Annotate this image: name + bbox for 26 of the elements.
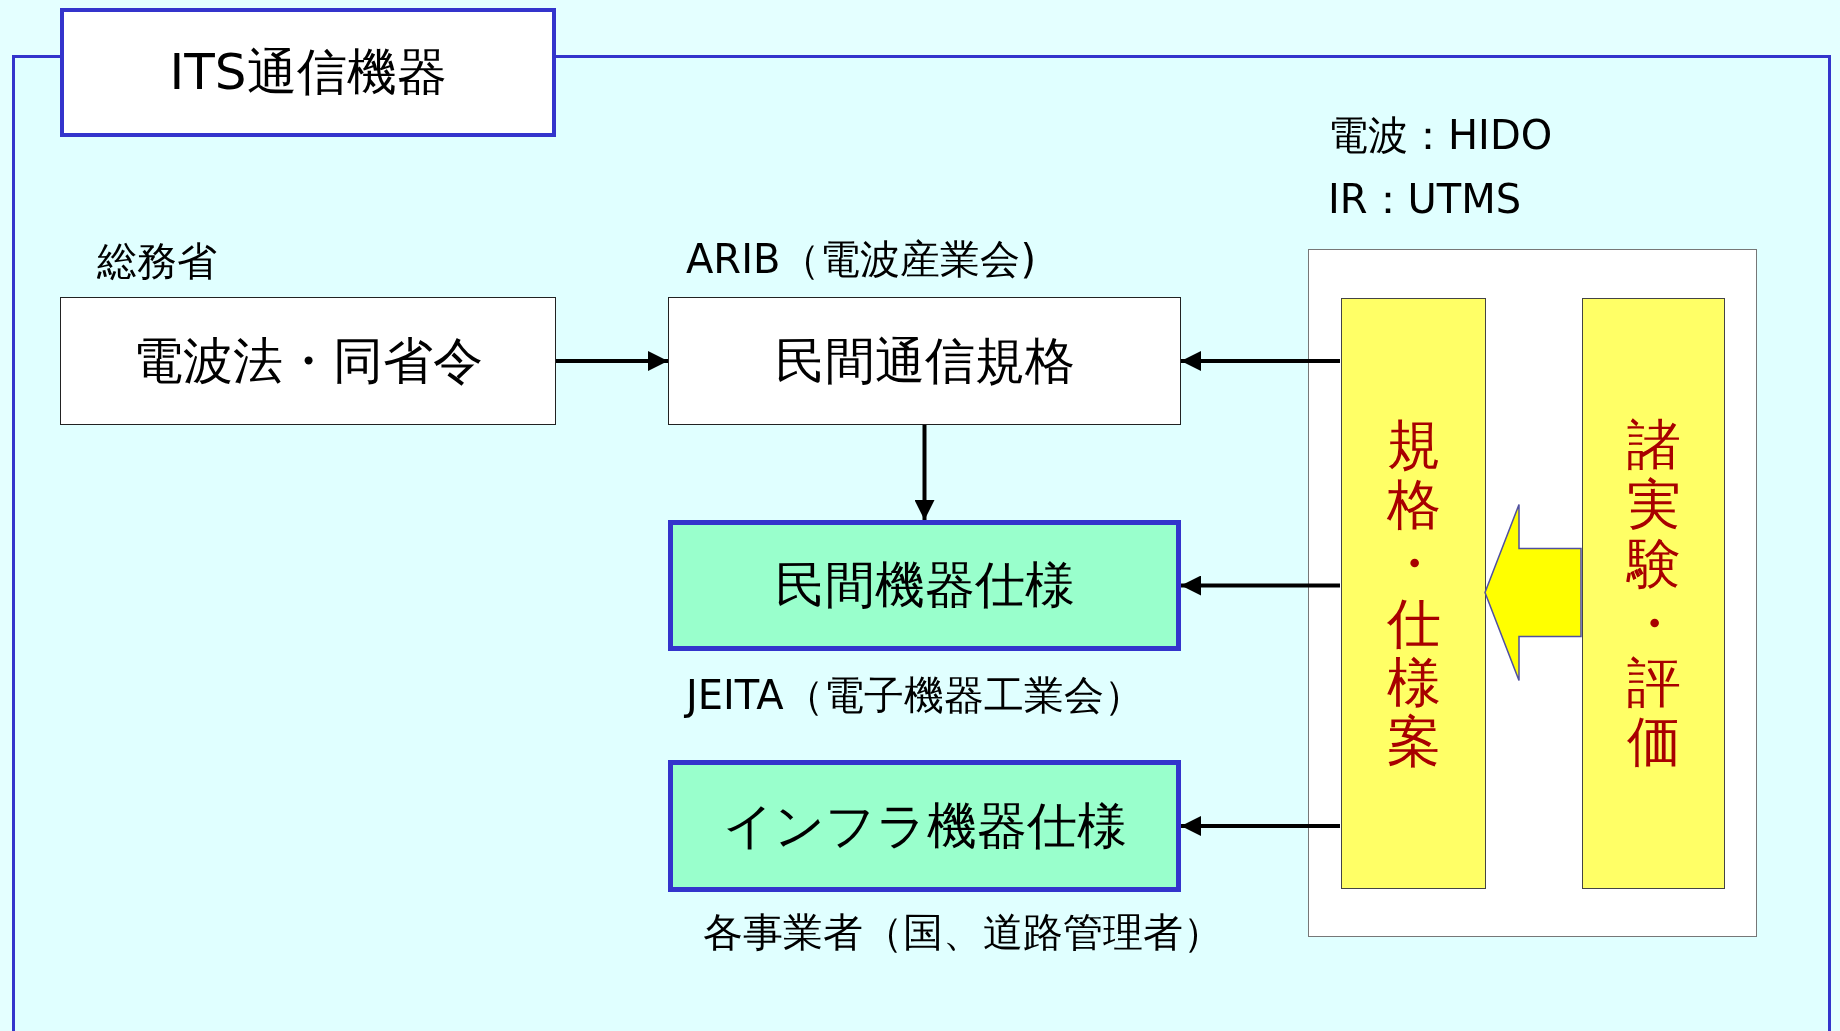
vertical-label: 規格・仕様案 xyxy=(1386,415,1441,772)
node-label: 民間通信規格 xyxy=(774,330,1075,392)
title-box: ITS通信機器 xyxy=(60,8,556,137)
caption-label: IR：UTMS xyxy=(1328,175,1522,224)
vertical-bar xyxy=(1582,298,1725,889)
spec-box xyxy=(668,520,1181,651)
caption-label: 総務省 xyxy=(97,237,217,286)
block-arrow xyxy=(1484,503,1582,682)
arrow xyxy=(556,351,668,371)
spec-box xyxy=(668,760,1181,892)
node-label: 民間機器仕様 xyxy=(774,555,1075,616)
arrow xyxy=(914,425,935,520)
arrow xyxy=(1181,575,1340,596)
caption-label: ARIB（電波産業会) xyxy=(686,235,1036,284)
caption-label: 各事業者（国、道路管理者） xyxy=(703,908,1223,957)
arrow xyxy=(1181,816,1340,836)
process-box xyxy=(668,297,1181,425)
node-label: 電波法・同省令 xyxy=(133,330,483,392)
vertical-bar xyxy=(1341,298,1486,889)
caption-label: JEITA（電子機器工業会） xyxy=(686,671,1144,720)
process-box xyxy=(60,297,556,425)
group-frame xyxy=(1308,249,1757,937)
node-label: インフラ機器仕様 xyxy=(722,795,1127,857)
arrow xyxy=(1181,351,1340,371)
caption-label: 電波：HIDO xyxy=(1328,111,1553,160)
vertical-label: 諸実験・評価 xyxy=(1626,415,1681,772)
